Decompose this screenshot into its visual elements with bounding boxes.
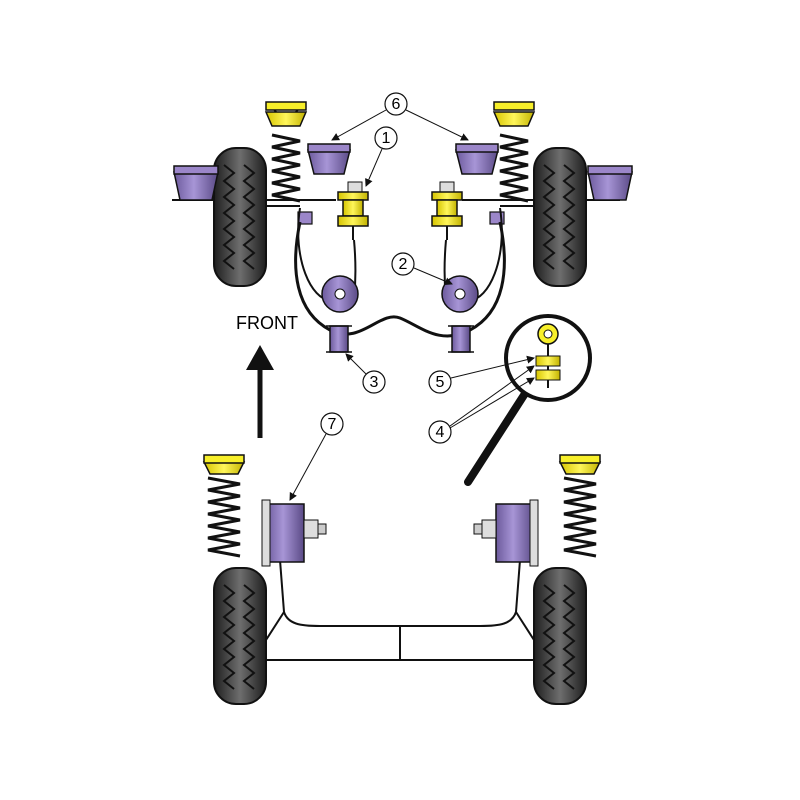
callout-5: 5 bbox=[428, 355, 535, 394]
front-right-tyre bbox=[533, 147, 587, 287]
svg-text:1: 1 bbox=[382, 130, 391, 147]
front-label: FRONT bbox=[236, 313, 298, 333]
svg-text:6: 6 bbox=[392, 96, 401, 113]
front-bush-yellow-left bbox=[337, 181, 369, 240]
arb-bush-right bbox=[448, 325, 474, 353]
top-mount-bush-inner-left bbox=[307, 143, 351, 175]
svg-text:2: 2 bbox=[399, 256, 408, 273]
front-left-tyre bbox=[213, 147, 267, 287]
rear-right-tyre bbox=[533, 567, 587, 705]
front-arrow-icon bbox=[246, 345, 274, 438]
callout-1: 1 bbox=[365, 126, 398, 187]
rear-left-spring bbox=[202, 454, 246, 558]
front-left-spring bbox=[264, 101, 308, 203]
callout-6: 6 bbox=[331, 92, 469, 141]
svg-text:5: 5 bbox=[436, 374, 445, 391]
front-bush-yellow-right bbox=[431, 181, 463, 240]
rear-beam-bush-left bbox=[261, 499, 327, 567]
callout-3: 3 bbox=[345, 353, 386, 394]
wishbone-bush-right bbox=[441, 275, 479, 313]
top-mount-bush-outer-right bbox=[587, 165, 633, 201]
svg-text:3: 3 bbox=[370, 374, 379, 391]
rear-left-tyre bbox=[213, 567, 267, 705]
svg-text:7: 7 bbox=[328, 416, 337, 433]
top-mount-bush-outer-left bbox=[173, 165, 219, 201]
rear-right-spring bbox=[558, 454, 602, 558]
anti-roll-bar bbox=[294, 221, 506, 338]
top-mount-bush-inner-right bbox=[455, 143, 499, 175]
wishbone-bush-left bbox=[321, 275, 359, 313]
arb-bush-left bbox=[326, 325, 352, 353]
svg-text:4: 4 bbox=[436, 424, 445, 441]
callout-7: 7 bbox=[289, 412, 344, 501]
rear-beam bbox=[265, 559, 535, 661]
callout-2: 2 bbox=[391, 252, 453, 285]
front-right-spring bbox=[492, 101, 536, 203]
rear-beam-bush-right bbox=[473, 499, 539, 567]
callout-4: 4 bbox=[428, 365, 535, 444]
